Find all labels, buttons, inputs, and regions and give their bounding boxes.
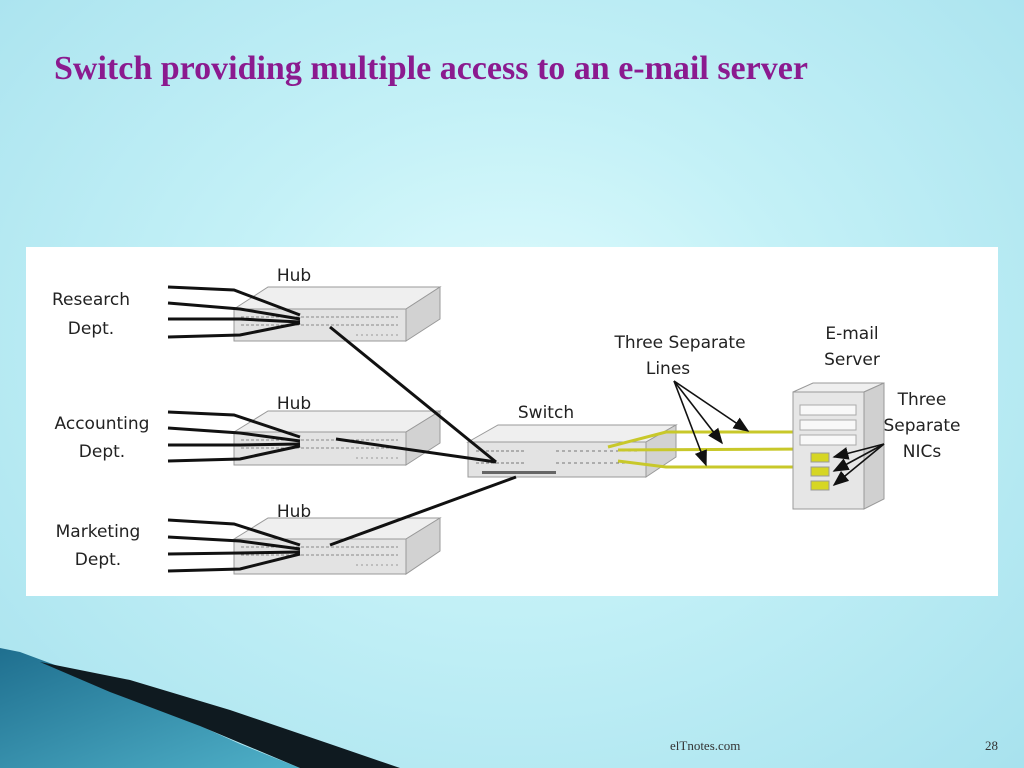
email-server-tower bbox=[792, 382, 885, 510]
server-lines bbox=[607, 430, 817, 469]
footer-source: elTnotes.com bbox=[670, 738, 741, 753]
diagram-canvas: Research Dept. Accounting Dept. Marketin… bbox=[52, 266, 961, 575]
dept-cables bbox=[167, 285, 301, 573]
hub-device-1 bbox=[232, 286, 442, 342]
network-diagram: Research Dept. Accounting Dept. Marketin… bbox=[26, 247, 998, 596]
nics-arrows bbox=[832, 443, 885, 487]
hub-label-2: Hub bbox=[277, 394, 311, 414]
nics-label-2: Separate bbox=[884, 416, 961, 436]
dept-research-label-2: Dept. bbox=[68, 319, 114, 339]
nics-label-1: Three bbox=[897, 390, 947, 410]
page-number: 28 bbox=[985, 738, 998, 753]
dept-research-label-1: Research bbox=[52, 290, 130, 310]
hub-label-3: Hub bbox=[277, 502, 311, 522]
hub-uplinks bbox=[329, 325, 517, 547]
lines-label-1: Three Separate bbox=[613, 333, 745, 353]
slide-title: Switch providing multiple access to an e… bbox=[54, 50, 808, 87]
hub-label-1: Hub bbox=[277, 266, 311, 286]
dept-marketing-label-1: Marketing bbox=[56, 522, 141, 542]
hub-device-3 bbox=[232, 517, 442, 575]
server-label-1: E-mail bbox=[825, 324, 878, 344]
lines-arrows bbox=[673, 380, 750, 467]
lines-label-2: Lines bbox=[646, 359, 690, 379]
dept-accounting-label-1: Accounting bbox=[55, 414, 150, 434]
switch-label: Switch bbox=[518, 403, 574, 423]
server-label-2: Server bbox=[824, 350, 880, 370]
nics-label-3: NICs bbox=[903, 442, 942, 462]
decorative-swoosh bbox=[0, 648, 400, 768]
dept-accounting-label-2: Dept. bbox=[79, 442, 125, 462]
dept-marketing-label-2: Dept. bbox=[75, 550, 121, 570]
